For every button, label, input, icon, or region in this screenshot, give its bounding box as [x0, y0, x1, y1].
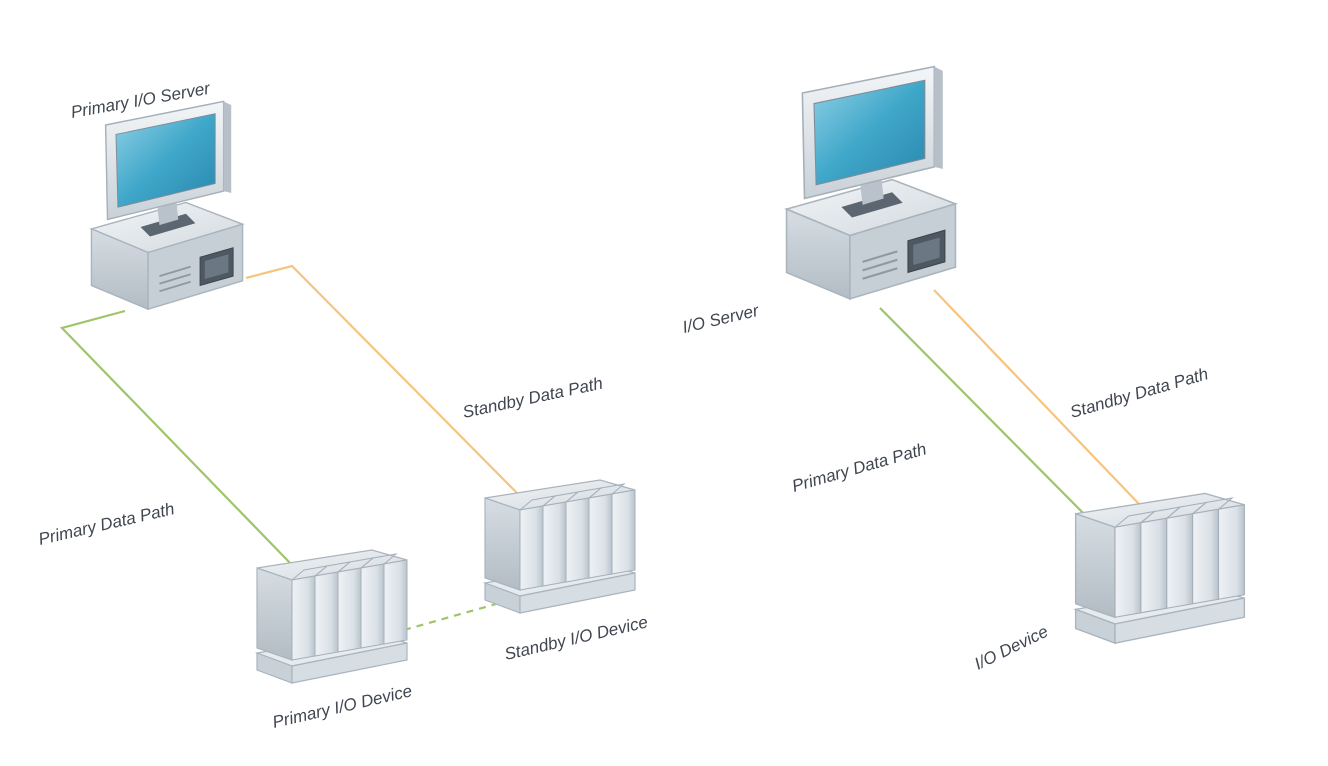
right-primary-data-path-line	[879, 307, 1091, 521]
io-device-rack-icon	[1074, 492, 1246, 644]
right-standby-data-path-line	[933, 289, 1141, 506]
right-primary-data-path-label: Primary Data Path	[790, 439, 929, 496]
standby-io-device-label: Standby I/O Device	[503, 612, 650, 663]
io-server-label: I/O Server	[681, 301, 762, 337]
io-server-computer-icon	[785, 65, 957, 300]
right-standby-data-path-label: Standby Data Path	[1068, 364, 1210, 422]
left-standby-data-path-line	[245, 264, 523, 499]
io-device-label: I/O Device	[971, 622, 1051, 674]
left-primary-data-path-label: Primary Data Path	[37, 499, 177, 549]
left-scheme: Primary I/O Server Standby Data Path Pri…	[37, 79, 650, 732]
primary-io-device-label: Primary I/O Device	[271, 681, 414, 732]
right-scheme: I/O Server Standby Data Path Primary Dat…	[681, 65, 1246, 674]
device-link-dashed-line	[403, 602, 497, 632]
primary-io-server-computer-icon	[90, 100, 244, 311]
left-standby-data-path-label: Standby Data Path	[461, 374, 605, 422]
left-primary-data-path-line	[59, 309, 293, 566]
standby-io-device-rack-icon	[484, 479, 636, 614]
primary-io-device-rack-icon	[256, 549, 408, 684]
